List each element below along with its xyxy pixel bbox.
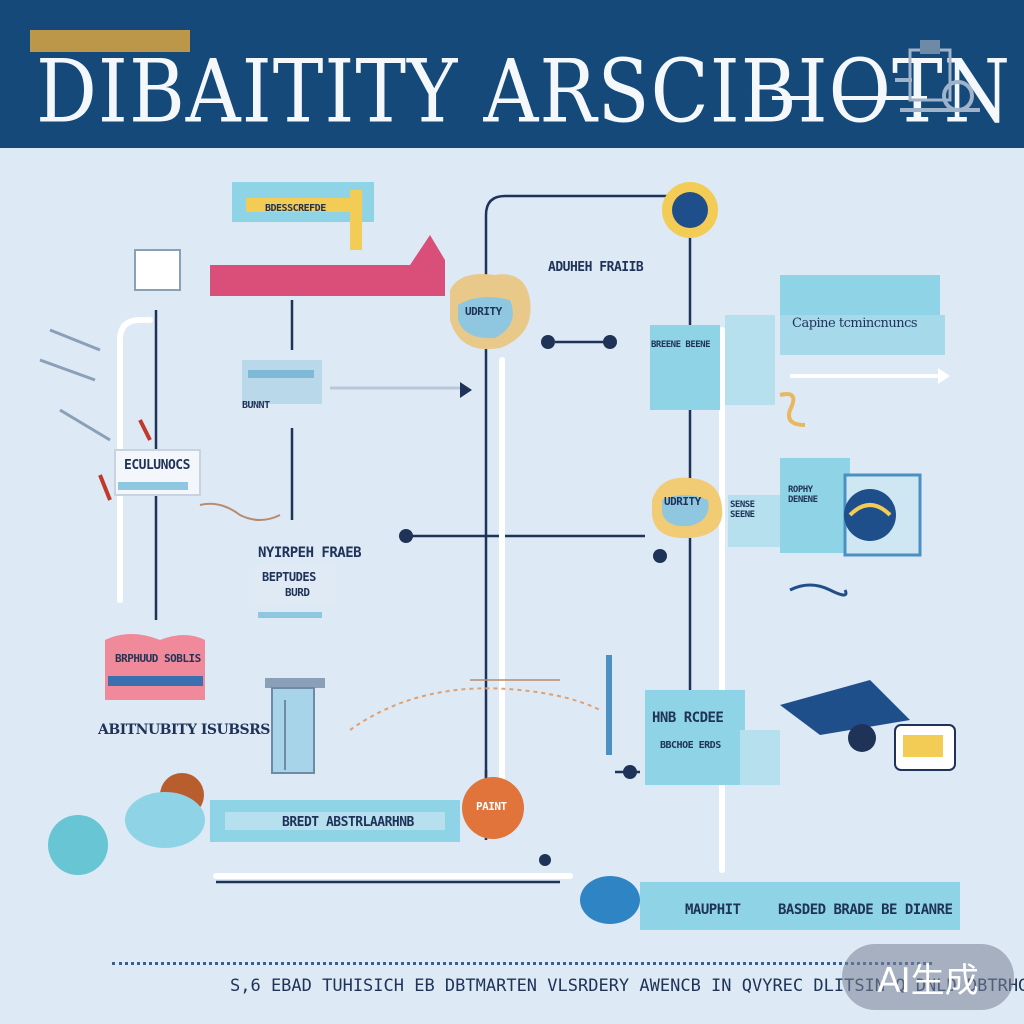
top-right-badge-inner [672,192,708,228]
top-banner-stripe [350,190,362,250]
page-title: DIBAITITY ARSCIBIOTN [36,40,1012,143]
center-block-sub2-label: BURD [285,586,310,599]
white-connector-lines [117,317,725,879]
lower-panel-title: HNB RCDEE [652,710,724,726]
right-mid-panel-b [725,315,775,405]
center-dotted-arc [349,687,601,731]
small-balloon-blue [458,296,513,339]
right-mid-panel [650,325,720,410]
top-left-widget [134,249,181,291]
center-block-label: NYIRPEH FRAEB [258,545,362,561]
right-balloon-label: UDRITY [664,495,701,508]
vertical-bar [606,655,612,755]
header-dash-long [835,96,927,100]
bottom-left-cyan-blob [125,792,205,848]
bottom-right-bar-label-a: MAUPHIT [685,902,741,918]
right-panel-b [780,458,850,553]
right-panel-a [728,495,780,547]
right-capine-bar [780,315,945,355]
right-mid-panel-label: BREENE BEENE [651,340,711,350]
red-accent-b [138,419,152,441]
right-panel-b-label: ROPHY DENENE [788,485,818,505]
pink-block-label: BRPHUUD SOBLIS [115,652,201,665]
right-top-panel [780,275,940,315]
bottom-right-bar-label-b: BASDED BRADE BE DIANRE [778,902,953,918]
capine-label: Capine tcmincnuncs [792,316,918,331]
lower-panel [645,690,745,785]
right-arrow-head [938,368,950,384]
bottom-right-bar [640,882,960,930]
right-globe [844,489,896,541]
bottom-left-teal-blob [48,815,108,875]
footer-caption: S,6 EBAD TUHISICH EB DBTMARTEN VLSRDERY … [230,976,1024,996]
node-center-left [399,529,413,543]
orange-circle-label: PAINT [476,800,507,813]
small-balloon-label: UDRITY [465,305,502,318]
bottom-left-bar-inner [225,812,445,830]
left-grid-block [242,360,322,404]
node-left-small [541,335,555,349]
center-block-bar [258,612,322,618]
left-doodle-lines [39,328,111,442]
center-block-sub-label: BEPTUDES [262,570,316,584]
right-panel-a-label: SENSE SEENE [730,500,755,520]
left-grid-label: BUNNT [242,400,270,411]
bottom-left-bar-label: BREDT ABSTRLAARHNB [282,815,414,830]
header-dash-short [772,96,810,100]
ai-generated-watermark: AI生成 [842,944,1014,1010]
adhesh-label: ADUHEH FRAIIB [548,260,644,275]
wavy-doodle [199,502,281,521]
bottom-right-blob [580,876,640,924]
header-banner: DIBAITITY ARSCIBIOTN [0,0,1024,148]
node-bottom-center [539,854,551,866]
yellow-squiggle [779,392,806,427]
node-center-right [653,549,667,563]
arrow-nodes [399,335,667,866]
white-left-loop [117,317,153,603]
machine-icon [895,40,980,112]
center-tower [265,678,325,688]
left-grid-arrow-head [460,382,472,398]
abitnubity-label: ABITNUBITY ISUBSRS [98,722,270,738]
connector-top-loop [484,194,690,840]
eculunocs-label: ECULUNOCS [124,458,190,473]
right-lower-yellow-fill [903,735,943,757]
orange-circle [462,777,524,839]
top-banner-inner [246,198,356,212]
node-lower-right [623,765,637,779]
red-accent-a [98,474,112,501]
pink-block [105,634,205,700]
right-lower-circle [848,724,876,752]
right-globe-highlight [848,503,892,517]
title-tag-decoration [30,30,190,52]
center-tower-body [271,687,315,774]
connector-lines [154,194,692,884]
center-block-panel [255,565,335,605]
lower-panel-b [740,730,780,785]
right-balloon-inner [662,495,709,527]
left-grid-stripe [248,370,314,378]
pink-block-band [108,676,203,686]
right-wave-icon [789,583,848,597]
top-banner-label: BDESSCREFDE [265,203,326,214]
lower-panel-sub: BBCHOE ERDS [660,740,721,751]
diagram-canvas [39,182,960,930]
footer-divider [112,962,932,965]
right-lower-tool [780,680,910,735]
eculunocs-stripe [118,482,188,490]
pink-banner [210,235,445,296]
node-right-small [603,335,617,349]
